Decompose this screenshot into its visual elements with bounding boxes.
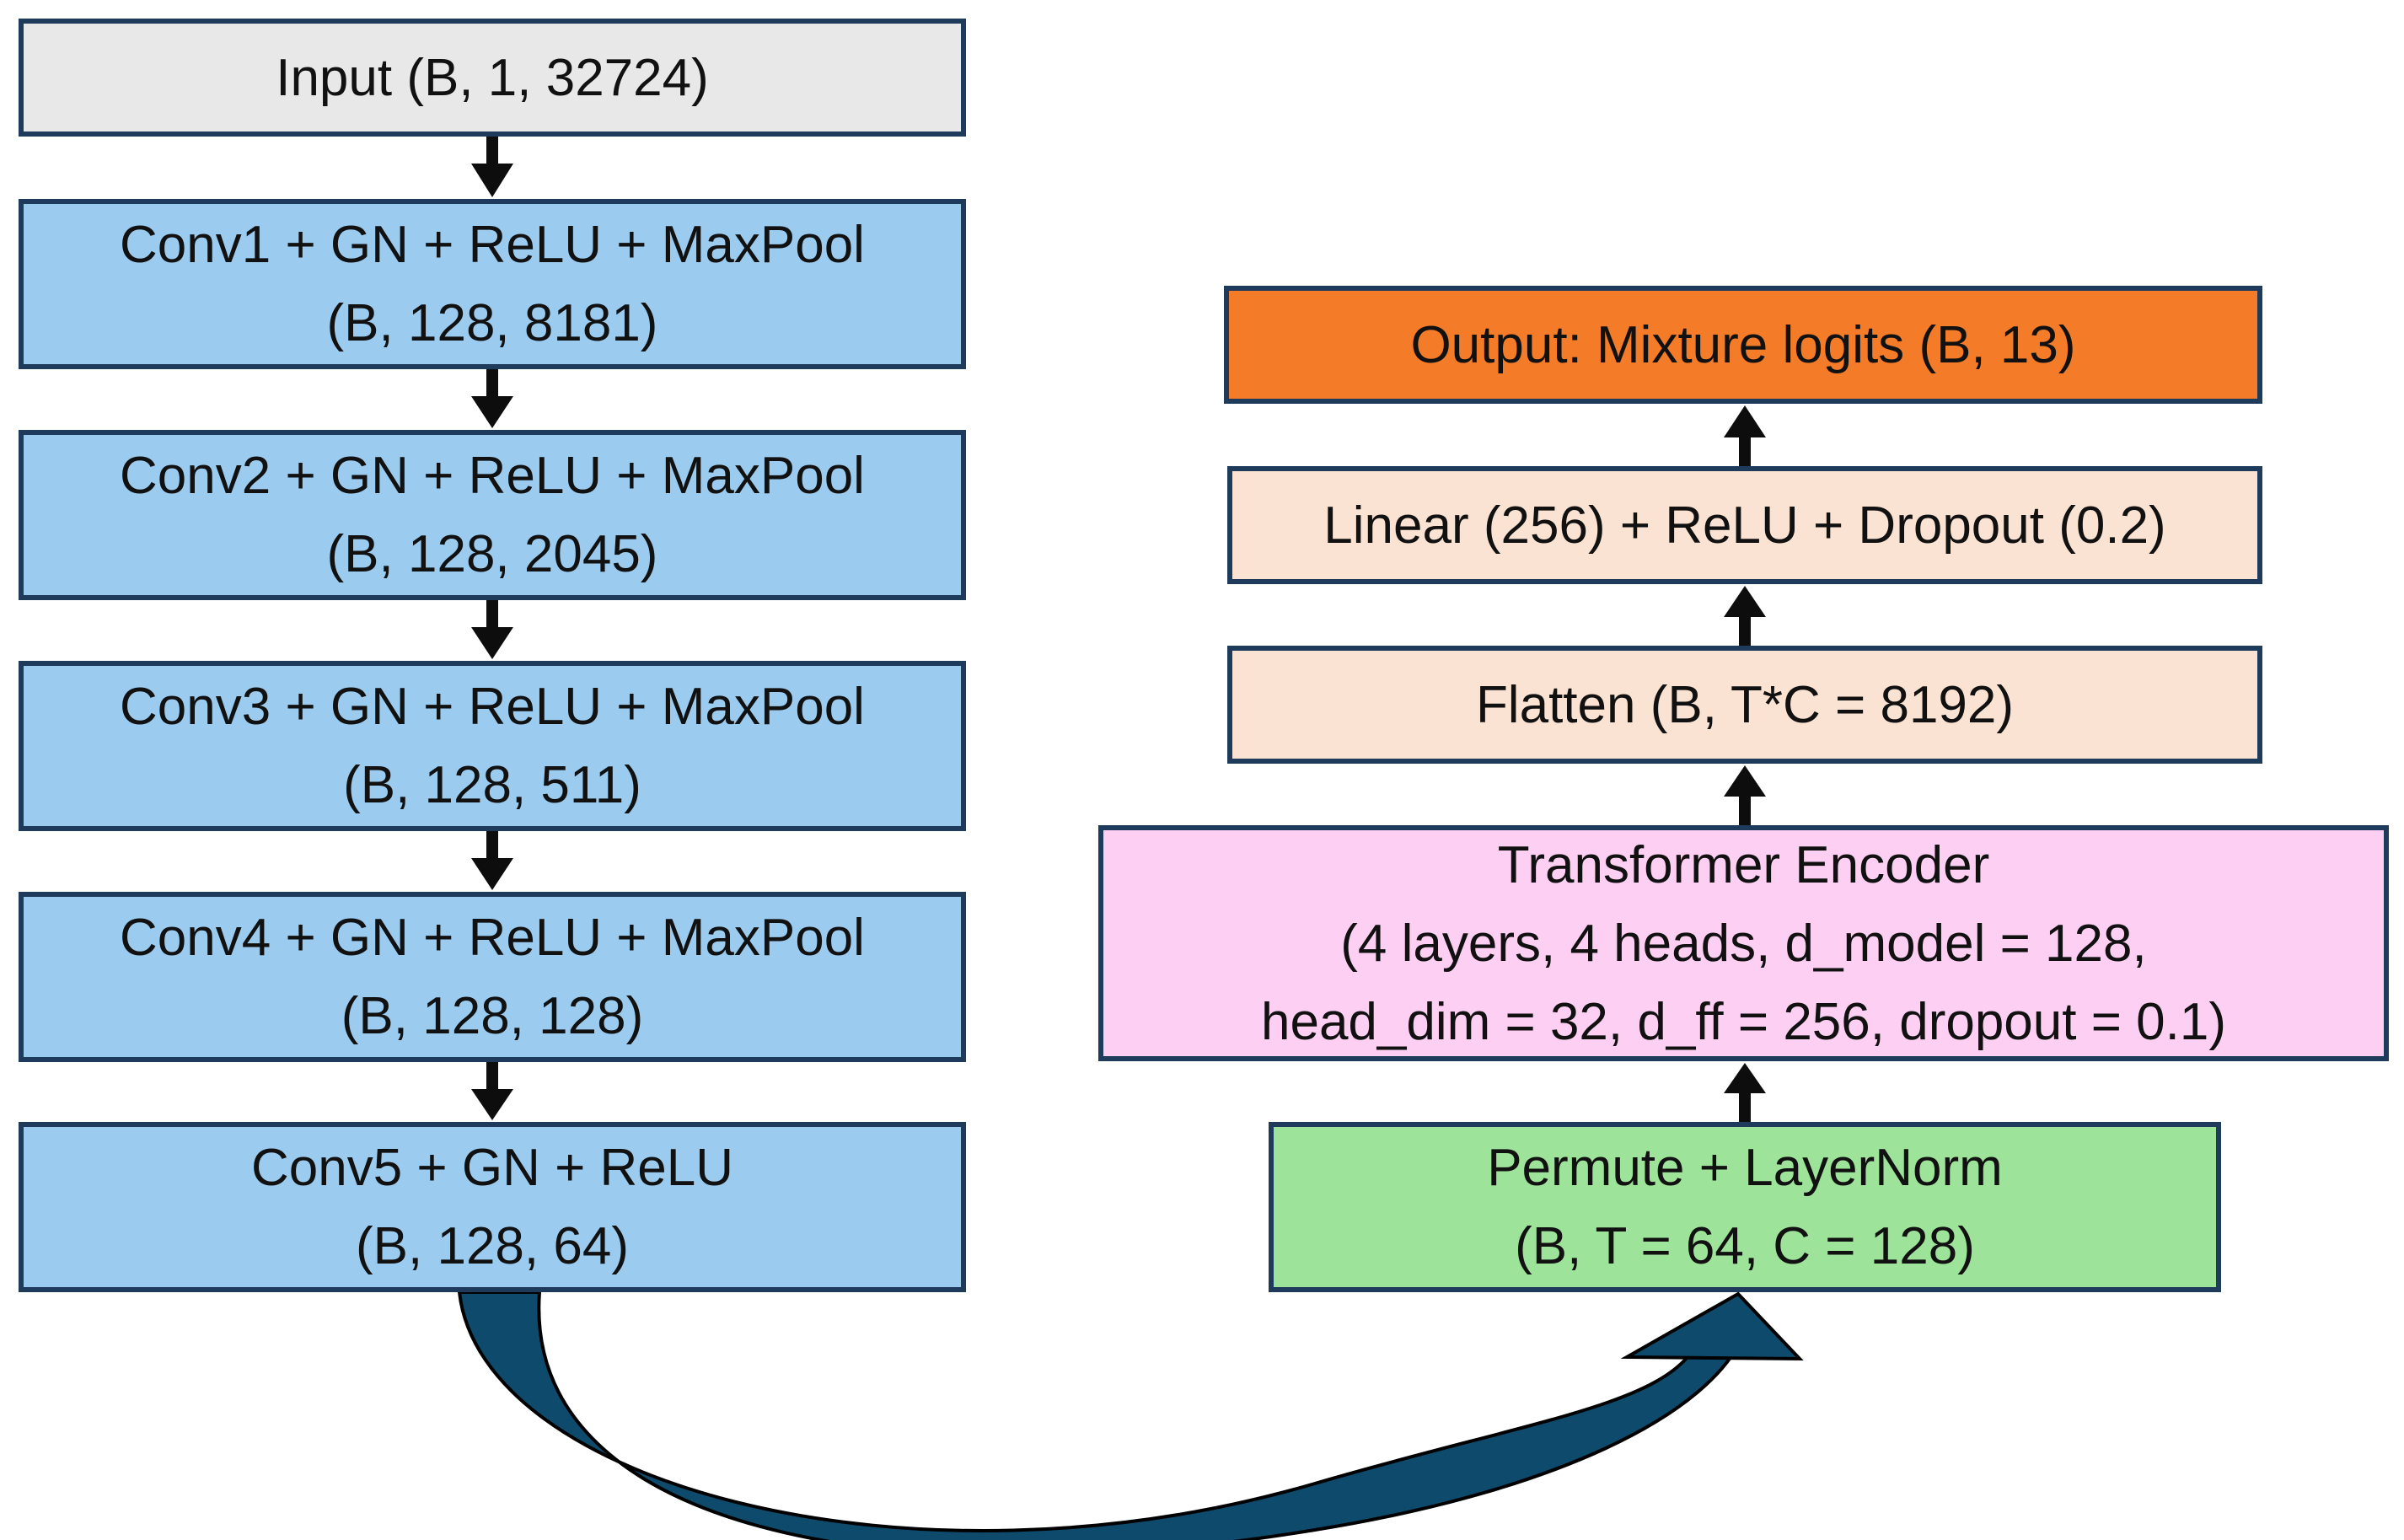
transformer-encoder-node: Transformer Encoder (4 layers, 4 heads, … (1098, 825, 2389, 1061)
arrow-conv4-to-conv5 (471, 1062, 513, 1120)
conv4-shape: (B, 128, 128) (341, 987, 644, 1045)
curved-arrow-conv5-to-permute (457, 1290, 1804, 1540)
arrow-conv3-to-conv4 (471, 831, 513, 890)
conv2-shape: (B, 128, 2045) (326, 525, 658, 583)
conv4-label: Conv4 + GN + ReLU + MaxPool (120, 909, 865, 967)
conv3-shape: (B, 128, 511) (343, 756, 641, 814)
conv2-node: Conv2 + GN + ReLU + MaxPool (B, 128, 204… (19, 430, 966, 600)
permute-layernorm-node: Permute + LayerNorm (B, T = 64, C = 128) (1269, 1122, 2221, 1292)
conv3-node: Conv3 + GN + ReLU + MaxPool (B, 128, 511… (19, 661, 966, 831)
permute-shape: (B, T = 64, C = 128) (1515, 1217, 1975, 1275)
flatten-node: Flatten (B, T*C = 8192) (1227, 646, 2262, 764)
arrow-linear-to-output (1724, 405, 1766, 466)
input-label: Input (B, 1, 32724) (276, 48, 709, 107)
conv1-shape: (B, 128, 8181) (326, 294, 658, 352)
straight-arrows (471, 137, 1766, 1122)
transformer-config-line2: head_dim = 32, d_ff = 256, dropout = 0.1… (1260, 992, 2226, 1051)
arrow-permute-to-transformer (1724, 1063, 1766, 1122)
arrow-conv1-to-conv2 (471, 369, 513, 428)
transformer-label: Transformer Encoder (1497, 835, 1990, 894)
linear-label: Linear (256) + ReLU + Dropout (0.2) (1323, 496, 2166, 555)
linear-node: Linear (256) + ReLU + Dropout (0.2) (1227, 466, 2262, 584)
conv5-shape: (B, 128, 64) (356, 1217, 629, 1275)
transformer-config-line1: (4 layers, 4 heads, d_model = 128, (1340, 914, 2147, 973)
conv5-node: Conv5 + GN + ReLU (B, 128, 64) (19, 1122, 966, 1292)
input-node: Input (B, 1, 32724) (19, 19, 966, 137)
conv1-label: Conv1 + GN + ReLU + MaxPool (120, 216, 865, 274)
output-node: Output: Mixture logits (B, 13) (1224, 286, 2262, 404)
arrow-flatten-to-linear (1724, 586, 1766, 646)
conv3-label: Conv3 + GN + ReLU + MaxPool (120, 678, 865, 736)
arrow-transformer-to-flatten (1724, 765, 1766, 825)
permute-label: Permute + LayerNorm (1487, 1139, 2003, 1197)
arrow-conv2-to-conv3 (471, 600, 513, 659)
arrow-input-to-conv1 (471, 137, 513, 197)
conv2-label: Conv2 + GN + ReLU + MaxPool (120, 447, 865, 505)
output-label: Output: Mixture logits (B, 13) (1410, 315, 2076, 374)
conv5-label: Conv5 + GN + ReLU (250, 1139, 734, 1197)
conv4-node: Conv4 + GN + ReLU + MaxPool (B, 128, 128… (19, 892, 966, 1062)
conv1-node: Conv1 + GN + ReLU + MaxPool (B, 128, 818… (19, 199, 966, 369)
flatten-label: Flatten (B, T*C = 8192) (1475, 675, 2015, 734)
